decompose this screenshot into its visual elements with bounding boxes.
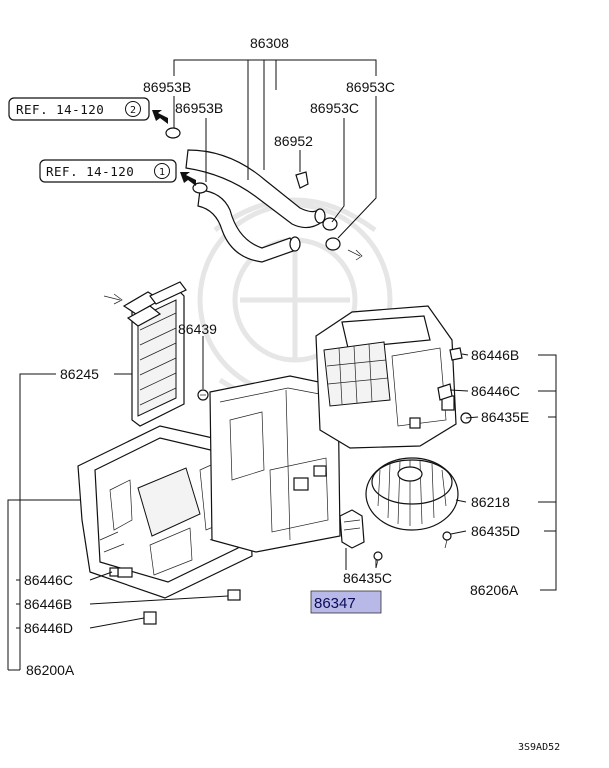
part-label-86446c[interactable]: 86446C — [471, 383, 520, 399]
ref-circle-number: 1 — [159, 167, 165, 178]
ref-label: REF. 14-120 — [16, 102, 104, 117]
part-label-86308[interactable]: 86308 — [250, 35, 289, 51]
part-label-86446c[interactable]: 86446C — [24, 572, 73, 588]
heater-hoses[interactable] — [185, 149, 326, 263]
blower-duct-housing[interactable] — [209, 375, 341, 553]
part-labels[interactable]: 86308 86953B 86953B 86953C 86953C 86952 … — [24, 35, 529, 678]
diagram-code: 3S9AD52 — [518, 742, 560, 753]
highlight-box — [310, 590, 382, 614]
hose-clamp[interactable] — [165, 127, 341, 251]
part-label-86435c[interactable]: 86435C — [343, 570, 392, 586]
ref-label: REF. 14-120 — [46, 164, 134, 179]
part-label-86218[interactable]: 86218 — [471, 494, 510, 510]
ref-box-2[interactable]: REF. 14-120 2 — [8, 97, 150, 121]
ref-circle-number: 2 — [130, 105, 136, 116]
part-label-86953b[interactable]: 86953B — [175, 100, 223, 116]
blower-case[interactable] — [315, 305, 457, 449]
part-label-86245[interactable]: 86245 — [60, 366, 99, 382]
screw-icon[interactable] — [197, 389, 209, 401]
part-label-86200a[interactable]: 86200A — [26, 662, 75, 678]
part-label-86435d[interactable]: 86435D — [471, 523, 520, 539]
part-label-86435e[interactable]: 86435E — [481, 409, 529, 425]
clip-icon[interactable] — [109, 567, 241, 625]
part-label-86446d[interactable]: 86446D — [24, 620, 73, 636]
part-label-86446b[interactable]: 86446B — [24, 596, 72, 612]
ref-box-1[interactable]: REF. 14-120 1 — [39, 159, 177, 183]
part-label-86953c[interactable]: 86953C — [310, 100, 359, 116]
blower-fan[interactable] — [365, 457, 459, 531]
screw-icon[interactable] — [373, 551, 383, 569]
leader-lines — [7, 59, 557, 671]
blower-resistor[interactable] — [339, 509, 365, 549]
heater-unit-case[interactable] — [77, 425, 253, 599]
part-label-86953c[interactable]: 86953C — [346, 79, 395, 95]
heater-core[interactable] — [122, 281, 187, 427]
part-label-86953b[interactable]: 86953B — [143, 79, 191, 95]
arrow-icon — [103, 110, 363, 305]
part-label-86446b[interactable]: 86446B — [471, 347, 519, 363]
screw-icon[interactable] — [442, 531, 452, 549]
part-label-86439[interactable]: 86439 — [178, 321, 217, 337]
part-label-86347-highlighted[interactable]: 86347 — [314, 595, 356, 612]
part-label-86952[interactable]: 86952 — [274, 133, 313, 149]
part-label-86206a[interactable]: 86206A — [470, 582, 519, 598]
